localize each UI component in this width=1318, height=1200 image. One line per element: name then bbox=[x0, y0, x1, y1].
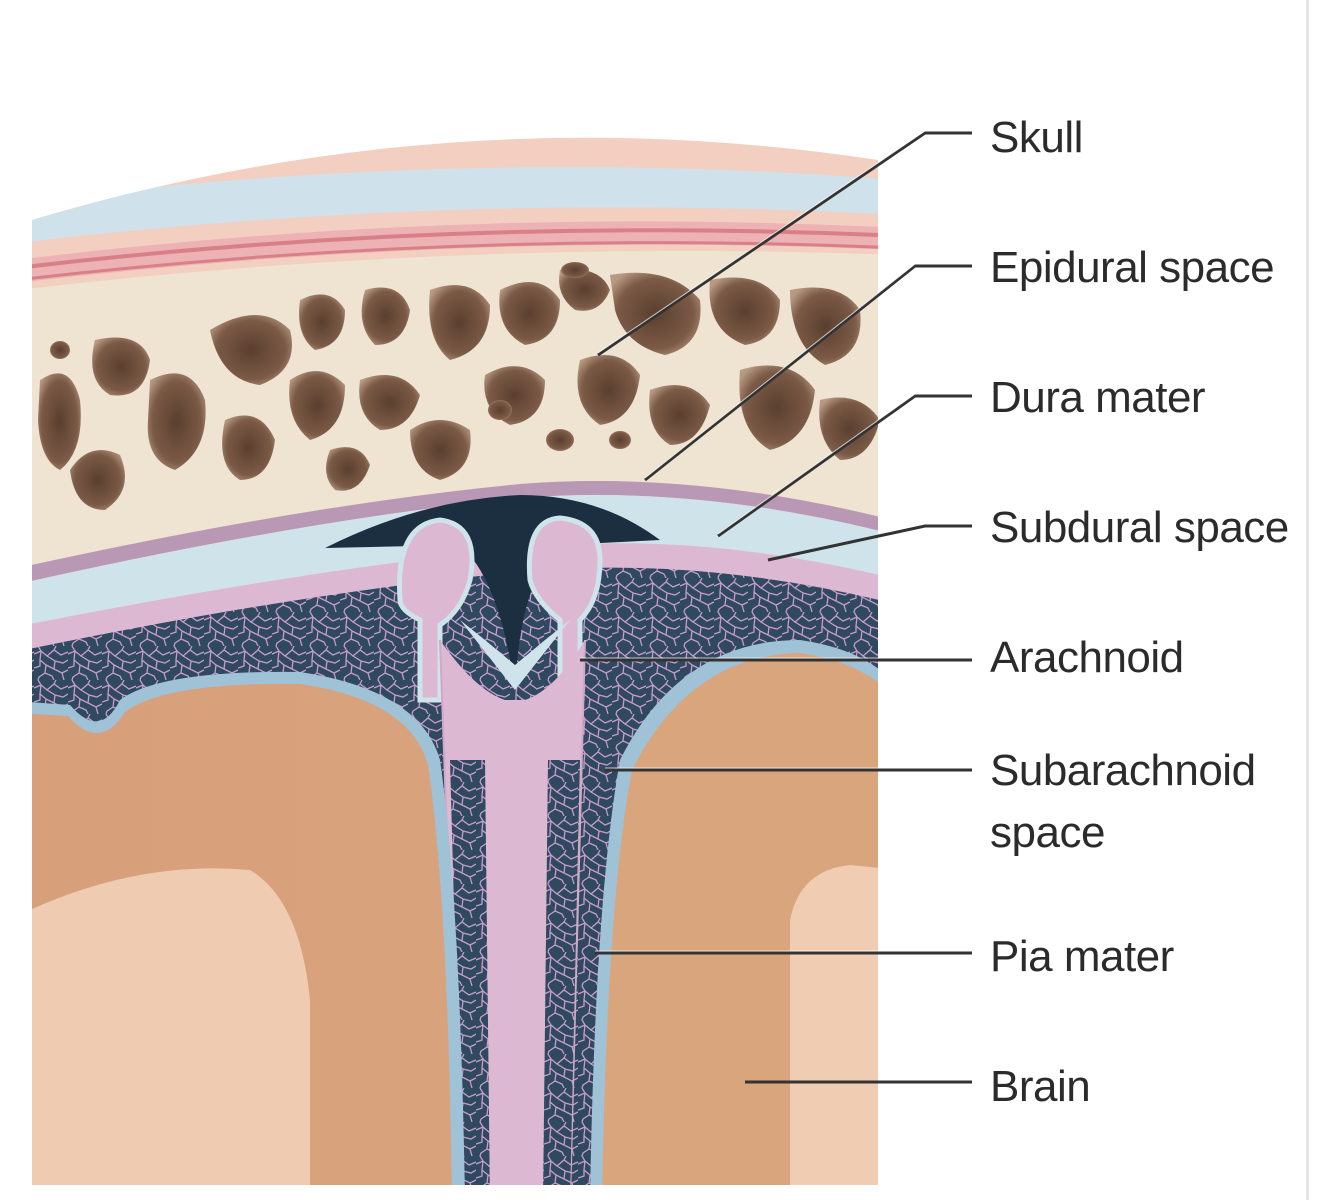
arachnoid-granulation-left bbox=[397, 517, 475, 703]
label-subarachnoid-line2: space bbox=[990, 808, 1105, 857]
label-pia-mater: Pia mater bbox=[990, 932, 1174, 981]
label-skull: Skull bbox=[990, 113, 1083, 162]
dura-mater-leader-line bbox=[717, 394, 972, 538]
label-subarachnoid-line1: Subarachnoid bbox=[990, 746, 1256, 795]
outer-table-red-lines bbox=[32, 221, 878, 285]
skull-leader-line bbox=[597, 131, 972, 357]
label-dura-mater: Dura mater bbox=[990, 373, 1206, 422]
brain-right-highlight bbox=[790, 865, 878, 1185]
skull-marrow-cavities bbox=[38, 262, 878, 510]
arachnoid-granulation-right bbox=[526, 515, 603, 703]
page-edge-rule bbox=[1306, 0, 1309, 1200]
anatomy-illustration bbox=[32, 137, 878, 1185]
subdural-space-layer bbox=[32, 495, 878, 630]
label-subdural-space: Subdural space bbox=[990, 503, 1289, 552]
brain-left-highlight bbox=[32, 868, 310, 1185]
leader-lines bbox=[580, 131, 972, 1084]
label-arachnoid: Arachnoid bbox=[990, 633, 1184, 682]
subdural-space-leader-line bbox=[767, 524, 972, 562]
periosteum-band bbox=[32, 167, 878, 245]
label-epidural-space: Epidural space bbox=[990, 243, 1275, 292]
dura-mater-layer bbox=[32, 481, 878, 588]
label-brain: Brain bbox=[990, 1062, 1091, 1111]
epidural-space-leader-line bbox=[644, 264, 972, 482]
